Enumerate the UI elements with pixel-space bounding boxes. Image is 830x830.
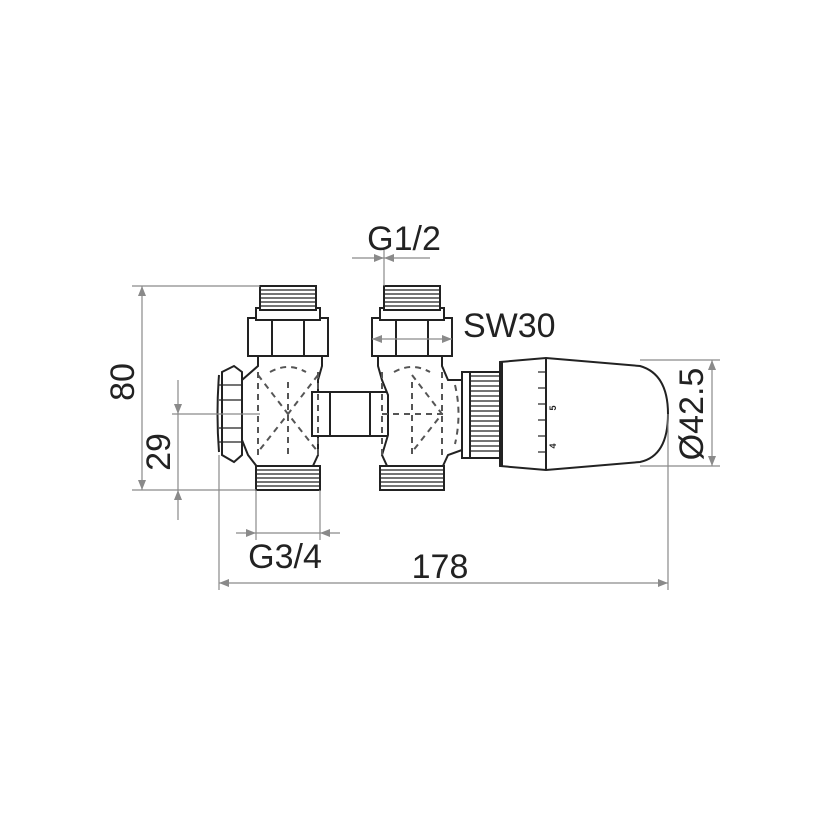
- dim-thread-bottom: G3/4: [236, 490, 340, 576]
- bottom-left-thread: [255, 465, 321, 491]
- internal-channels: [257, 366, 460, 456]
- dial-scale-ticks: [538, 371, 546, 453]
- label-head-diameter: Ø42.5: [673, 368, 711, 461]
- label-thread-bottom: G3/4: [248, 538, 322, 576]
- knurled-ring: [461, 371, 501, 459]
- dial-mark-4: 4: [548, 443, 558, 448]
- dim-height-axis: 29: [140, 380, 260, 520]
- dim-head-diameter: Ø42.5: [640, 359, 720, 467]
- bridge-tube: [311, 391, 389, 437]
- dim-wrench-size: SW30: [372, 307, 556, 345]
- thermostatic-head: 5 4: [461, 356, 670, 472]
- dim-thread-top: G1/2: [352, 220, 441, 286]
- top-left-connector: [247, 285, 329, 357]
- dim-length-total: 178: [218, 414, 669, 590]
- label-wrench-size: SW30: [463, 307, 556, 345]
- label-height-axis: 29: [140, 433, 178, 471]
- dim-height-total: 80: [104, 285, 260, 491]
- label-length-total: 178: [412, 548, 469, 586]
- dimensions: G1/2 SW30 80 29: [104, 220, 720, 590]
- valve-body: [216, 285, 463, 491]
- dial-mark-5: 5: [548, 405, 558, 410]
- label-thread-top: G1/2: [367, 220, 441, 258]
- top-right-connector: [371, 285, 453, 357]
- label-height-total: 80: [104, 363, 142, 401]
- bottom-right-thread: [379, 465, 445, 491]
